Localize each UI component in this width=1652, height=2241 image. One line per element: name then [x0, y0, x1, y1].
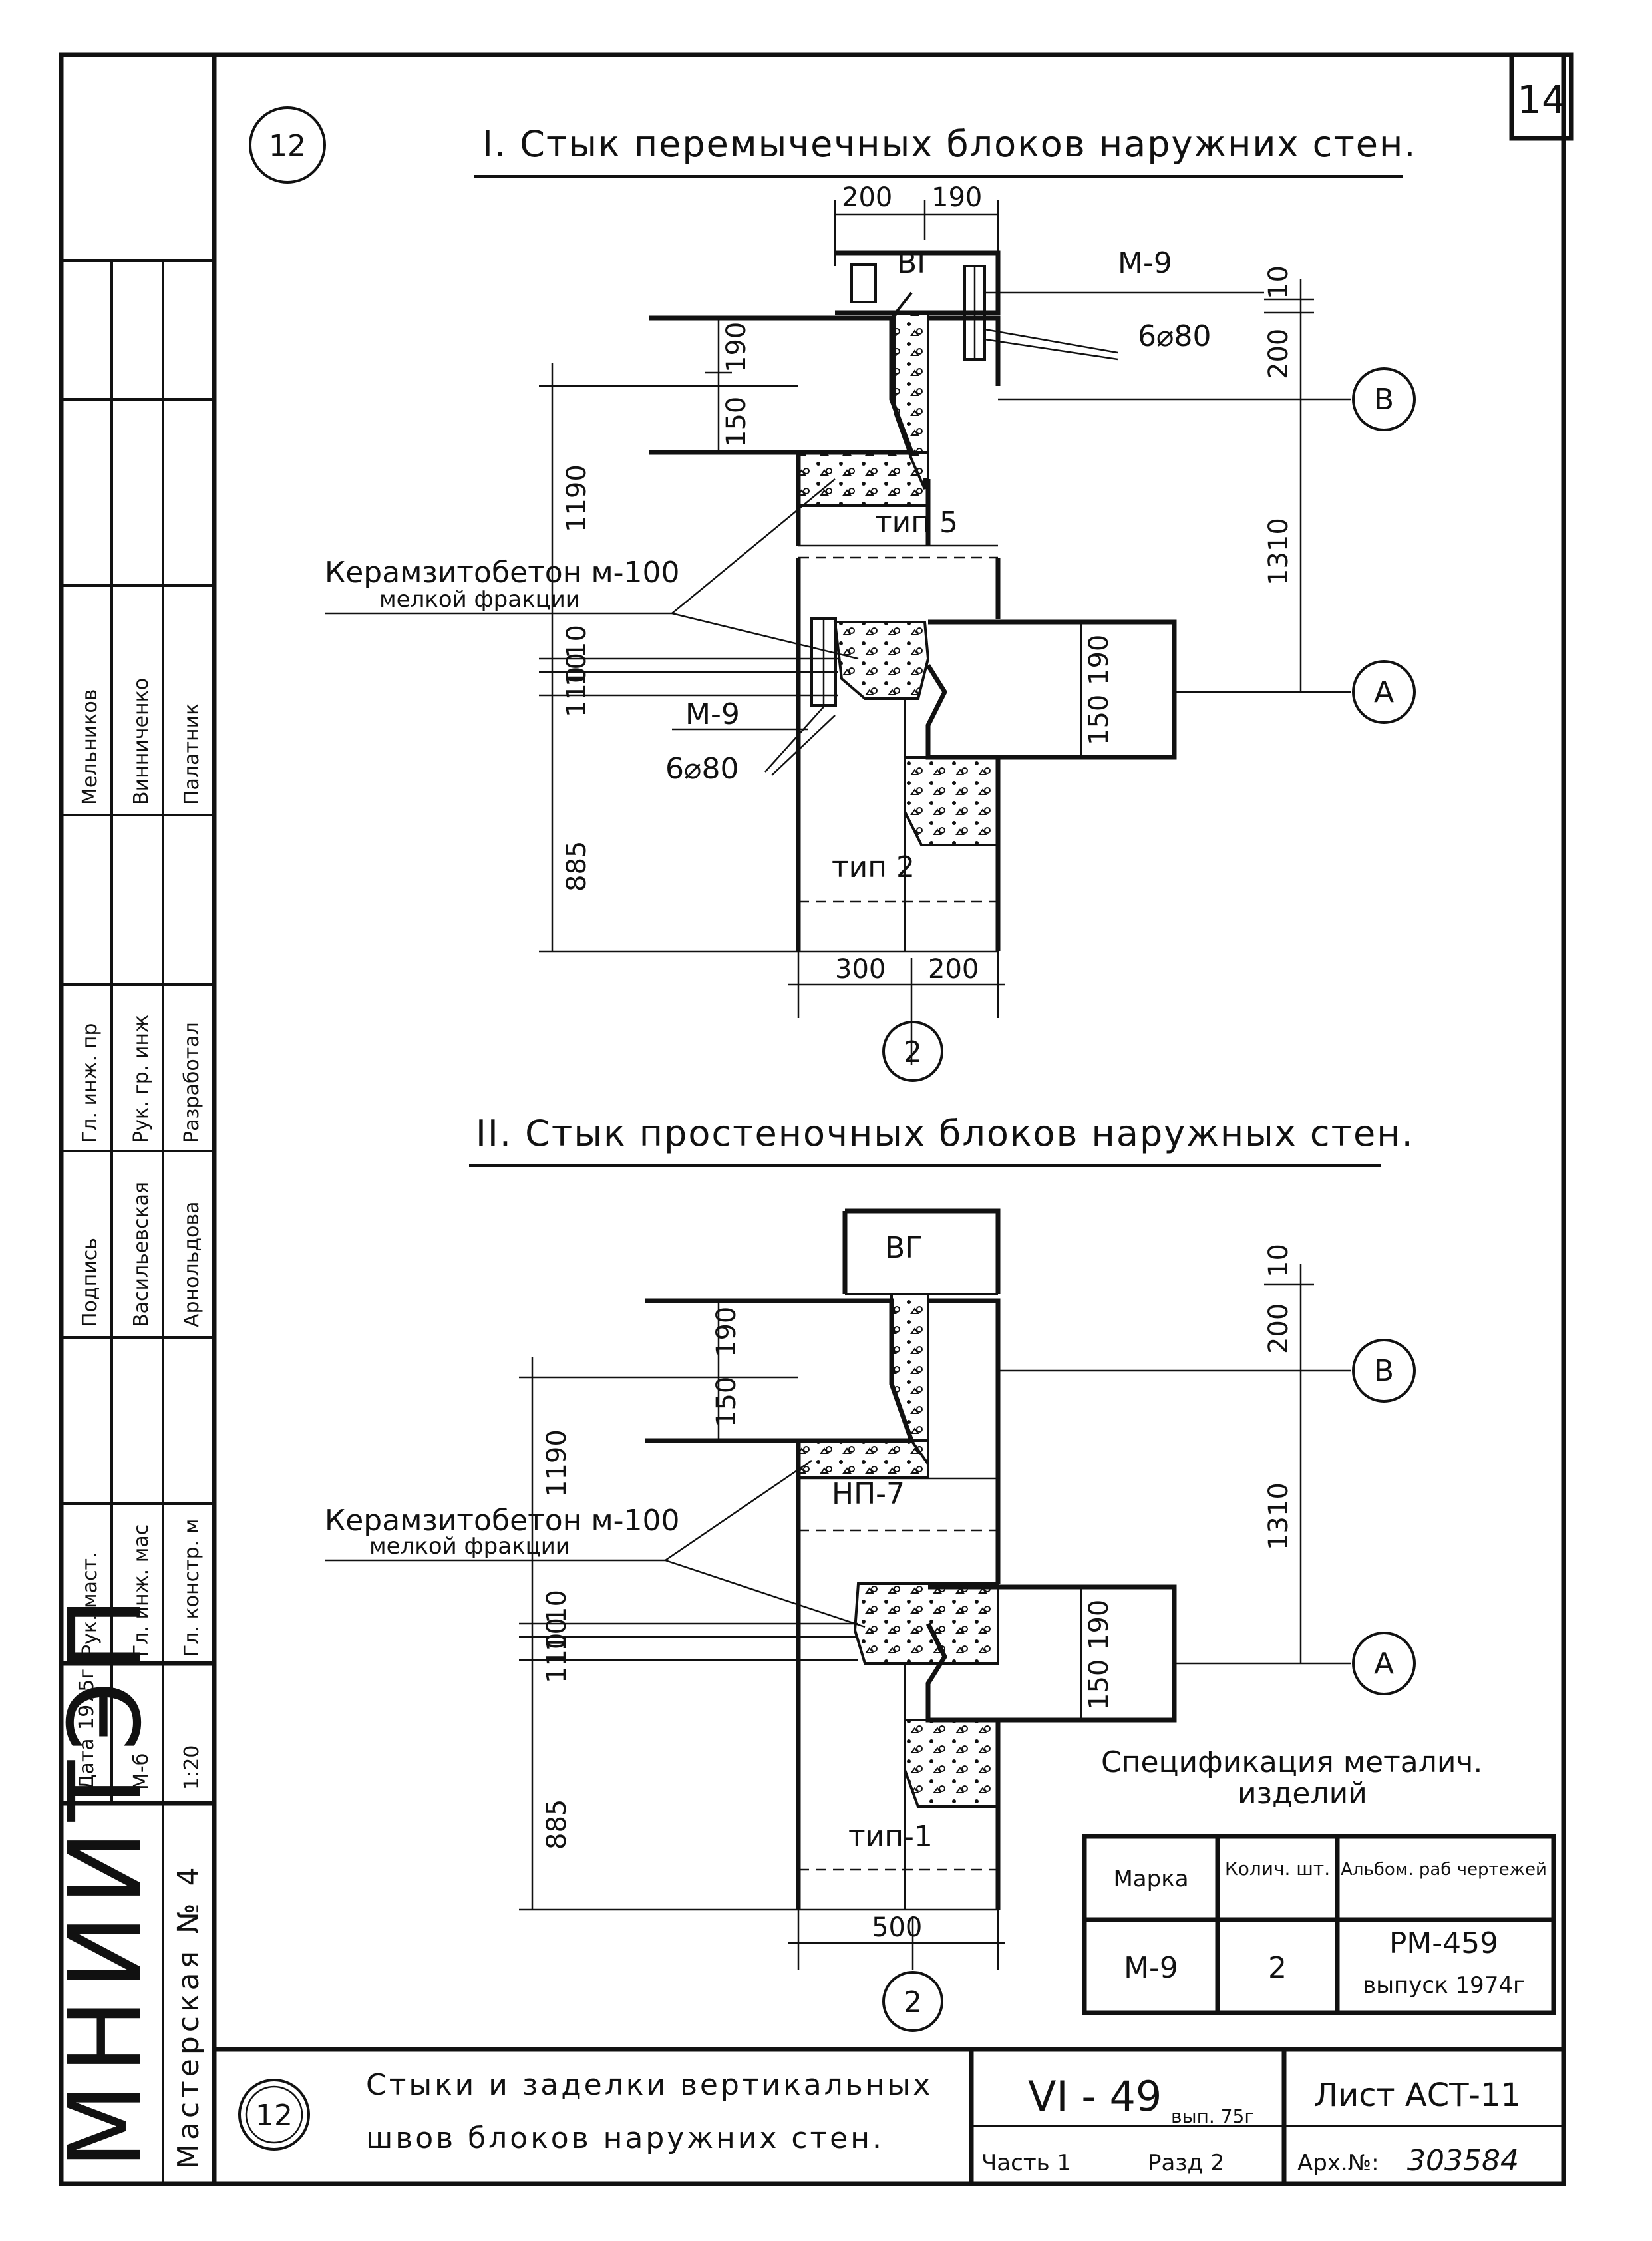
s1-material-label: Керамзитобетон м-100: [325, 556, 680, 590]
archive-number: 303584: [1407, 2144, 1519, 2178]
s2-material-label-2: мелкой фракции: [369, 1533, 570, 1560]
sheet-frame: [59, 52, 1566, 2186]
s1-anchor-top: М-9: [1118, 246, 1172, 280]
s1-dim-left-150: 150: [721, 397, 752, 447]
stamp-date-label: Дата: [75, 1738, 98, 1790]
stamp-scale-label: М-б: [130, 1753, 153, 1790]
stamp-role-gl-konstr: Гл. констр. м: [180, 1519, 204, 1657]
title-line-1: Стыки и заделки вертикальных: [366, 2068, 933, 2102]
s2-dim-left-150: 150: [711, 1377, 742, 1427]
section-2-title: II. Стык простеночных блоков наружных ст…: [476, 1113, 1414, 1154]
stamp-role-gl-inzh: Гл. инж. пр: [79, 1023, 102, 1143]
stamp-role-gl-inzh-mas: Гл. инж. мас: [130, 1524, 153, 1657]
stamp-role-razrabotal: Разработал: [180, 1022, 204, 1143]
s1-type-upper: тип 5: [875, 506, 958, 540]
s1-dim-mid-10b: 10: [562, 653, 592, 687]
s1-dim-right-200: 200: [1263, 329, 1294, 379]
s2-dim-right-200: 200: [1263, 1303, 1294, 1354]
stamp-role-ruk-gr: Рук. гр. инж: [130, 1015, 153, 1143]
s1-dim-right-10: 10: [1263, 265, 1294, 299]
s1-dim-top-190: 190: [931, 182, 982, 213]
spec-header-mark: Марка: [1113, 1866, 1188, 1892]
section-1-detail: 12 I. Стык перемычечных блоков наружних …: [249, 106, 1416, 1082]
stamp-name-2: Винниченко: [130, 678, 153, 805]
s2-type-lower: тип-1: [848, 1820, 933, 1854]
s1-rebar-top: 6⌀80: [1138, 319, 1211, 353]
s2-axis-a: А: [1374, 1647, 1394, 1681]
archive-label: Арх.№:: [1297, 2150, 1379, 2176]
s1-dim-right-150: 150: [1084, 695, 1114, 745]
s1-dim-885: 885: [562, 841, 592, 892]
series-issue: вып. 75г: [1171, 2105, 1254, 2127]
part-label: Часть 1: [981, 2150, 1071, 2176]
stamp-role-ruk-mast: Рук. маст.: [79, 1552, 102, 1657]
s2-dim-left-190: 190: [711, 1307, 742, 1357]
s1-dim-bottom-300: 300: [835, 954, 886, 985]
s1-dim-1190: 1190: [562, 464, 592, 532]
s1-top-block-label: ВГ: [897, 246, 935, 280]
spec-row-qty: 2: [1268, 1951, 1287, 1985]
section-label: Разд 2: [1148, 2150, 1224, 2176]
title-line-2: швов блоков наружних стен.: [366, 2121, 884, 2155]
s1-axis-b: В: [1374, 383, 1394, 417]
s1-material-label-2: мелкой фракции: [379, 586, 580, 613]
s1-axis-2: 2: [904, 1035, 922, 1069]
s1-dim-top-200: 200: [842, 182, 892, 213]
s1-anchor-mid: М-9: [685, 697, 740, 731]
spec-title-2: изделий: [1238, 1777, 1367, 1810]
s2-dim-mid-10b: 10: [542, 1618, 572, 1651]
stamp-name-1: Мельников: [79, 689, 102, 805]
spec-header-qty: Колич. шт.: [1225, 1858, 1330, 1880]
section-2-detail: II. Стык простеночных блоков наружных ст…: [325, 1113, 1416, 2032]
s2-axis-2: 2: [904, 1985, 922, 2019]
s2-axis-b: В: [1374, 1354, 1394, 1388]
s2-dim-right-1310: 1310: [1263, 1482, 1294, 1550]
s2-dim-885: 885: [542, 1799, 572, 1850]
stamp-role-podpis: Подпись: [79, 1238, 102, 1327]
spec-row-album: РМ-459: [1389, 1926, 1498, 1960]
stamp-org: МНИИТЭП: [48, 1588, 164, 2169]
s1-rebar-mid: 6⌀80: [665, 752, 739, 786]
section-1-marker: 12: [269, 129, 306, 163]
spec-header-album: Альбом. раб чертежей: [1341, 1860, 1547, 1880]
stamp-scale: 1:20: [180, 1745, 204, 1790]
stamp-workshop: Мастерская № 4: [172, 1863, 206, 2169]
sheet-number-box: 14: [1509, 52, 1574, 141]
s2-material-label: Керамзитобетон м-100: [325, 1504, 680, 1538]
spec-title: Спецификация металич.: [1101, 1745, 1482, 1779]
side-stamp: Мельников Винниченко Палатник Гл. инж. п…: [48, 259, 214, 2184]
title-block-detail-marker: 12: [255, 2099, 293, 2133]
s1-dim-right-190: 190: [1084, 635, 1114, 685]
s2-dim-1190: 1190: [542, 1429, 572, 1497]
s2-top-block-label: ВГ: [885, 1231, 923, 1265]
s2-dim-right-150: 150: [1084, 1659, 1114, 1710]
s1-dim-mid-110: 110: [562, 667, 592, 717]
stamp-name-5: Арнольдова: [180, 1201, 204, 1327]
s2-dim-mid-10a: 10: [542, 1590, 572, 1624]
s1-dim-right-1310: 1310: [1263, 518, 1294, 586]
spec-row-mark: М-9: [1124, 1951, 1178, 1985]
sheet-code: Лист АСТ-11: [1314, 2077, 1521, 2114]
stamp-name-4: Васильевская: [130, 1182, 153, 1327]
stamp-name-3: Палатник: [180, 703, 204, 805]
title-block: 12 Стыки и заделки вертикальных швов бло…: [214, 2047, 1564, 2184]
sheet-number: 14: [1517, 77, 1566, 122]
s2-dim-bottom-500: 500: [872, 1912, 922, 1943]
s2-dim-mid-110: 110: [542, 1633, 572, 1683]
section-1-title: I. Стык перемычечных блоков наружних сте…: [482, 123, 1416, 165]
s2-dim-right-10: 10: [1263, 1244, 1294, 1278]
s1-type-lower: тип 2: [832, 850, 915, 884]
series-code: VI - 49: [1028, 2072, 1162, 2121]
stamp-date: 1975г: [75, 1669, 98, 1730]
s2-dim-right-190: 190: [1084, 1600, 1114, 1650]
s1-axis-a: А: [1374, 675, 1394, 709]
s1-dim-mid-10a: 10: [562, 625, 592, 659]
s1-dim-bottom-200: 200: [928, 954, 979, 985]
spec-row-album-2: выпуск 1974г: [1363, 1972, 1525, 1999]
s2-type-upper: НП-7: [832, 1477, 905, 1511]
spec-table: Спецификация металич. изделий Марка Коли…: [1082, 1745, 1556, 2015]
s1-dim-left-190: 190: [721, 322, 752, 373]
